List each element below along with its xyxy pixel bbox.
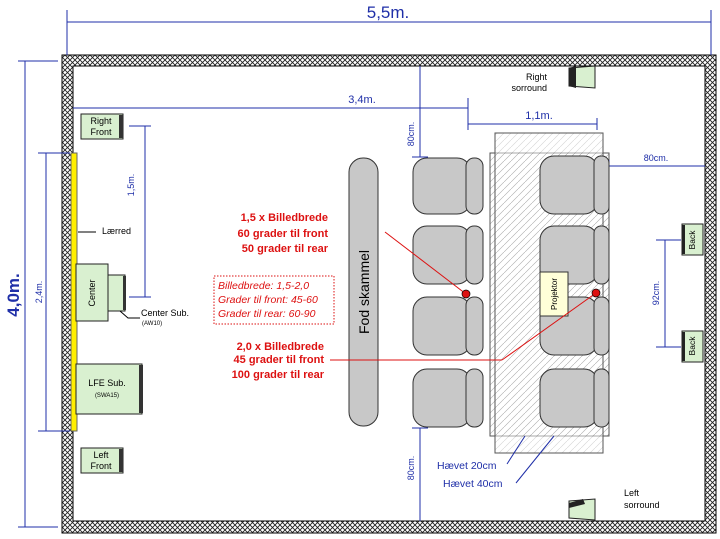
front-row-rear-angle: 50 grader til rear [242,243,329,255]
room-walls [61,54,717,534]
center-sub: Center Sub. (AW10) [107,274,189,327]
front-row-viewpoint-marker [461,289,471,299]
screen-width-dimension: 2,4m. [34,152,70,432]
seat [539,368,610,428]
seat [412,157,484,215]
ottoman: Fod skammel [348,157,379,427]
row-spacing-label: 1,1m. [525,110,553,122]
bottom-aisle-label: 80cm. [406,456,416,481]
ottoman-label: Fod skammel [356,250,372,334]
right-front-speaker: Right Front [80,113,124,140]
bottom-aisle-dimension: 80cm. [406,427,428,521]
back-row-seats [539,155,610,428]
lfe-sub: LFE Sub. (SWA15) [75,363,143,415]
recommendation-box: Billedbrede: 1,5-2,0 Grader til front: 4… [213,275,335,325]
center-label: Center [87,279,97,306]
center-sub-line1: Center Sub. [141,308,189,318]
top-aisle-dimension: 80cm. [406,66,428,158]
screen-label: Lærred [102,226,131,236]
raised-labels: Hævet 20cm Hævet 40cm [437,435,555,490]
back-top-label: Back [687,230,697,250]
screen-width-label: 2,4m. [34,281,44,304]
back-row-viewpoint-marker [591,288,601,298]
front-to-center-dimension: 1,5m. [126,125,151,298]
right-aisle-label: 80cm. [644,153,669,163]
right-surround-line1: Right [526,72,548,82]
center-speaker: Center [75,263,109,322]
left-surround-line2: sorround [624,500,660,510]
back-speaker-spacing-dimension: 92cm. [651,239,681,348]
front-row-ratio: 1,5 x Billedbrede [241,212,328,224]
room-height-dimension: 4,0m. [4,60,58,528]
seat [539,155,610,215]
seat [412,368,484,428]
top-aisle-label: 80cm. [406,122,416,147]
back-speaker-bottom: Back [681,330,704,363]
back-speaker-spacing-label: 92cm. [651,281,661,306]
screen-to-seats-dimension: 3,4m. [73,94,469,118]
lfe-sub-line2: (SWA15) [95,393,119,399]
back-speaker-top: Back [681,223,704,256]
seat [412,296,484,356]
back-bottom-label: Back [687,336,697,356]
row-spacing-dimension: 1,1m. [467,110,598,130]
front-row-seats [412,157,484,428]
front-row-angles: 1,5 x Billedbrede 60 grader til front 50… [238,212,329,255]
room-height-label: 4,0m. [4,273,23,316]
room-width-dimension: 5,5m. [66,3,712,55]
raised-20-label: Hævet 20cm [437,460,497,472]
right-front-line1: Right [90,116,112,126]
room-width-label: 5,5m. [367,3,410,22]
left-front-line2: Front [90,461,112,471]
projector-label: Projektor [550,278,559,310]
recommended-ratio: Billedbrede: 1,5-2,0 [218,280,309,292]
recommended-rear-angle: Grader til rear: 60-90 [218,308,316,320]
right-front-line2: Front [90,127,112,137]
left-front-line1: Left [93,450,109,460]
back-row-rear-angle: 100 grader til rear [232,369,325,381]
back-row-angles: 2,0 x Billedbrede 45 grader til front 10… [232,341,325,381]
viewing-angle-annotations [330,231,601,361]
left-surround-line1: Left [624,488,640,498]
seat [539,225,610,285]
front-to-center-label: 1,5m. [126,174,136,197]
right-surround-speaker: Right sorround [511,65,596,93]
lfe-sub-line1: LFE Sub. [88,378,126,388]
front-row-front-angle: 60 grader til front [238,228,329,240]
left-front-speaker: Left Front [80,447,124,474]
screen-to-seats-label: 3,4m. [348,94,376,106]
left-surround-speaker: Left sorround [568,488,660,521]
back-row-ratio: 2,0 x Billedbrede [237,341,324,353]
back-row-front-angle: 45 grader til front [234,354,325,366]
center-sub-line2: (AW10) [142,321,162,327]
right-surround-line2: sorround [511,83,547,93]
projector: Projektor [539,271,569,317]
recommended-front-angle: Grader til front: 45-60 [218,294,318,306]
seat [412,225,484,285]
raised-40-label: Hævet 40cm [443,478,503,490]
